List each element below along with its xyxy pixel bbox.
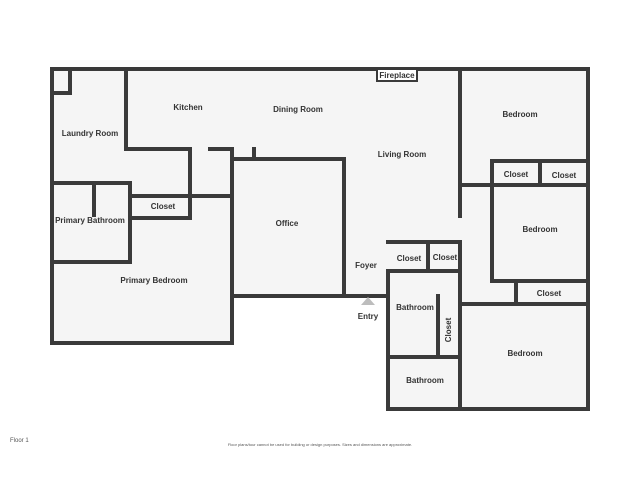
label-bathroom-1: Bathroom <box>396 303 434 312</box>
label-closet-primary: Closet <box>151 202 176 211</box>
floor-area <box>52 69 588 409</box>
label-closet-5: Closet <box>537 289 562 298</box>
label-kitchen: Kitchen <box>173 103 202 112</box>
label-bedroom-bottom: Bedroom <box>507 349 542 358</box>
label-closet-1: Closet <box>504 170 529 179</box>
label-closet-3: Closet <box>397 254 422 263</box>
room-labels: Kitchen Dining Room Fireplace Laundry Ro… <box>55 71 576 385</box>
label-bathroom-2: Bathroom <box>406 376 444 385</box>
label-entry: Entry <box>358 312 379 321</box>
label-dining-room: Dining Room <box>273 105 323 114</box>
walls <box>50 67 590 411</box>
label-foyer: Foyer <box>355 261 377 270</box>
label-office: Office <box>276 219 299 228</box>
label-bedroom-top: Bedroom <box>502 110 537 119</box>
label-primary-bedroom: Primary Bedroom <box>120 276 187 285</box>
label-closet-2: Closet <box>552 171 577 180</box>
label-primary-bathroom: Primary Bathroom <box>55 216 125 225</box>
label-laundry-room: Laundry Room <box>62 129 118 138</box>
fireplace-box <box>376 68 418 82</box>
floor-label: Floor 1 <box>10 438 29 444</box>
label-closet-vertical: Closet <box>444 317 453 342</box>
label-fireplace: Fireplace <box>379 71 415 80</box>
entry-arrow-icon <box>361 297 375 305</box>
label-living-room: Living Room <box>378 150 426 159</box>
disclaimer-text: Floor plans/tour cannot be used for buil… <box>227 442 413 447</box>
label-bedroom-middle: Bedroom <box>522 225 557 234</box>
label-closet-4: Closet <box>433 253 458 262</box>
